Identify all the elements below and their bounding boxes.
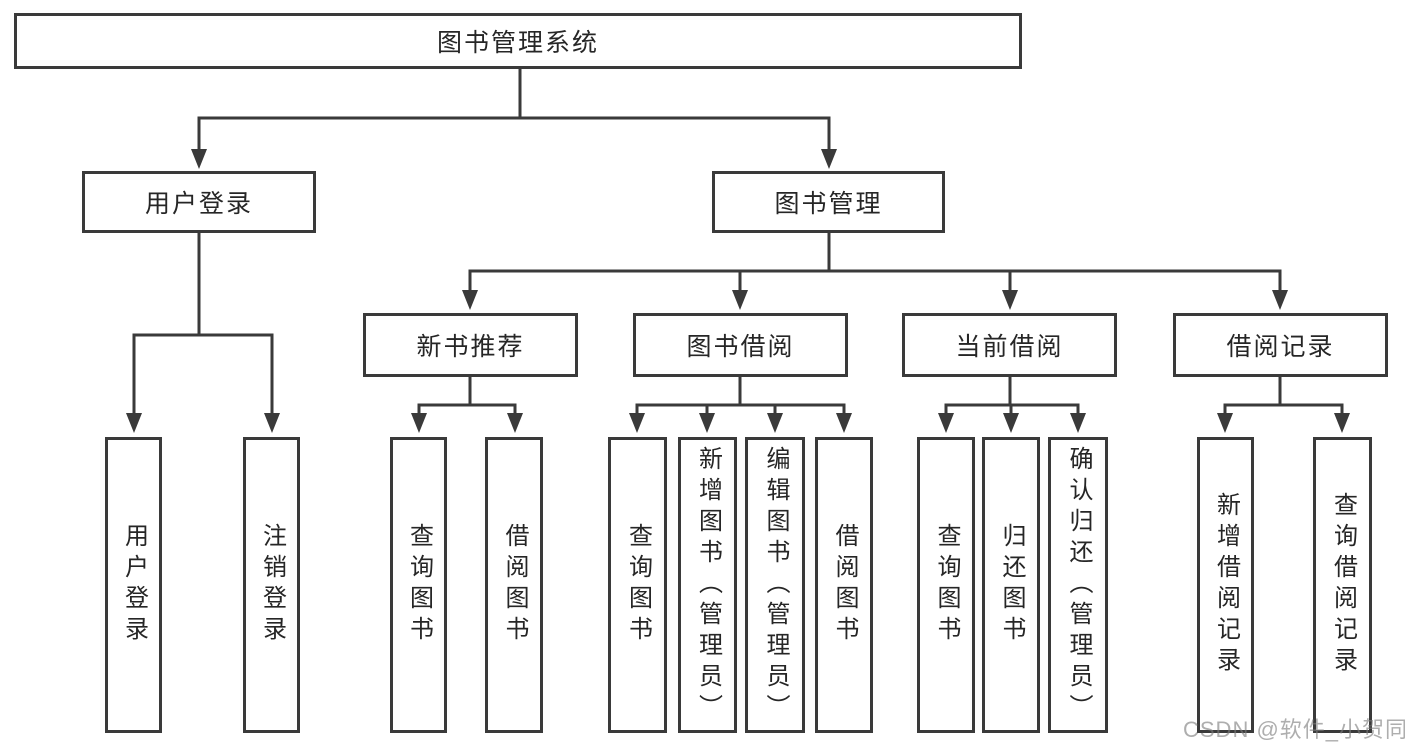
csdn-watermark: CSDN @软件_小贺同学 [1183, 717, 1405, 742]
leaf-records-add-borrow-record: 新增借阅记录 [1197, 437, 1254, 733]
leaf-current-return-books-label: 归还图书 [998, 523, 1025, 647]
leaf-borrowing-query-books: 查询图书 [608, 437, 667, 733]
leaf-borrowing-borrow-books-label: 借阅图书 [831, 523, 858, 647]
leaf-borrowing-add-books-admin-label: 新增图书（管理员） [694, 445, 722, 725]
leaf-records-query-borrow-record: 查询借阅记录 [1313, 437, 1372, 733]
branch-user-login-label: 用户登录 [144, 190, 253, 218]
subnode-new-book-recommend-label: 新书推荐 [416, 333, 525, 361]
leaf-current-query-books: 查询图书 [917, 437, 975, 733]
root-node-label: 图书管理系统 [436, 29, 599, 57]
leaf-newrec-borrow-books-label: 借阅图书 [501, 523, 528, 647]
leaf-current-confirm-return-admin: 确认归还（管理员） [1048, 437, 1108, 733]
branch-book-management-label: 图书管理 [774, 190, 883, 218]
leaf-current-query-books-label: 查询图书 [933, 523, 960, 647]
leaf-borrowing-borrow-books: 借阅图书 [815, 437, 873, 733]
leaf-newrec-borrow-books: 借阅图书 [485, 437, 543, 733]
subnode-book-borrowing-label: 图书借阅 [686, 333, 795, 361]
leaf-user-login: 用户登录 [105, 437, 162, 733]
leaf-borrowing-edit-books-admin: 编辑图书（管理员） [745, 437, 805, 733]
leaf-user-login-label: 用户登录 [120, 523, 148, 647]
subnode-current-borrowing: 当前借阅 [902, 313, 1117, 377]
leaf-borrowing-add-books-admin: 新增图书（管理员） [678, 437, 737, 733]
subnode-book-borrowing: 图书借阅 [633, 313, 848, 377]
leaf-logout-label: 注销登录 [258, 523, 286, 647]
leaf-current-confirm-return-admin-label: 确认归还（管理员） [1065, 445, 1092, 725]
branch-book-management: 图书管理 [712, 171, 945, 233]
subnode-borrowing-records-label: 借阅记录 [1226, 333, 1335, 361]
leaf-borrowing-edit-books-admin-label: 编辑图书（管理员） [762, 445, 789, 725]
leaf-records-add-borrow-record-label: 新增借阅记录 [1212, 492, 1240, 678]
leaf-newrec-query-books-label: 查询图书 [405, 523, 433, 647]
leaf-newrec-query-books: 查询图书 [390, 437, 447, 733]
leaf-borrowing-query-books-label: 查询图书 [624, 523, 652, 647]
subnode-borrowing-records: 借阅记录 [1173, 313, 1388, 377]
subnode-new-book-recommend: 新书推荐 [363, 313, 578, 377]
subnode-current-borrowing-label: 当前借阅 [955, 333, 1064, 361]
branch-user-login: 用户登录 [82, 171, 316, 233]
leaf-current-return-books: 归还图书 [982, 437, 1040, 733]
leaf-records-query-borrow-record-label: 查询借阅记录 [1329, 492, 1357, 678]
leaf-logout: 注销登录 [243, 437, 300, 733]
root-node-library-system: 图书管理系统 [14, 13, 1022, 69]
